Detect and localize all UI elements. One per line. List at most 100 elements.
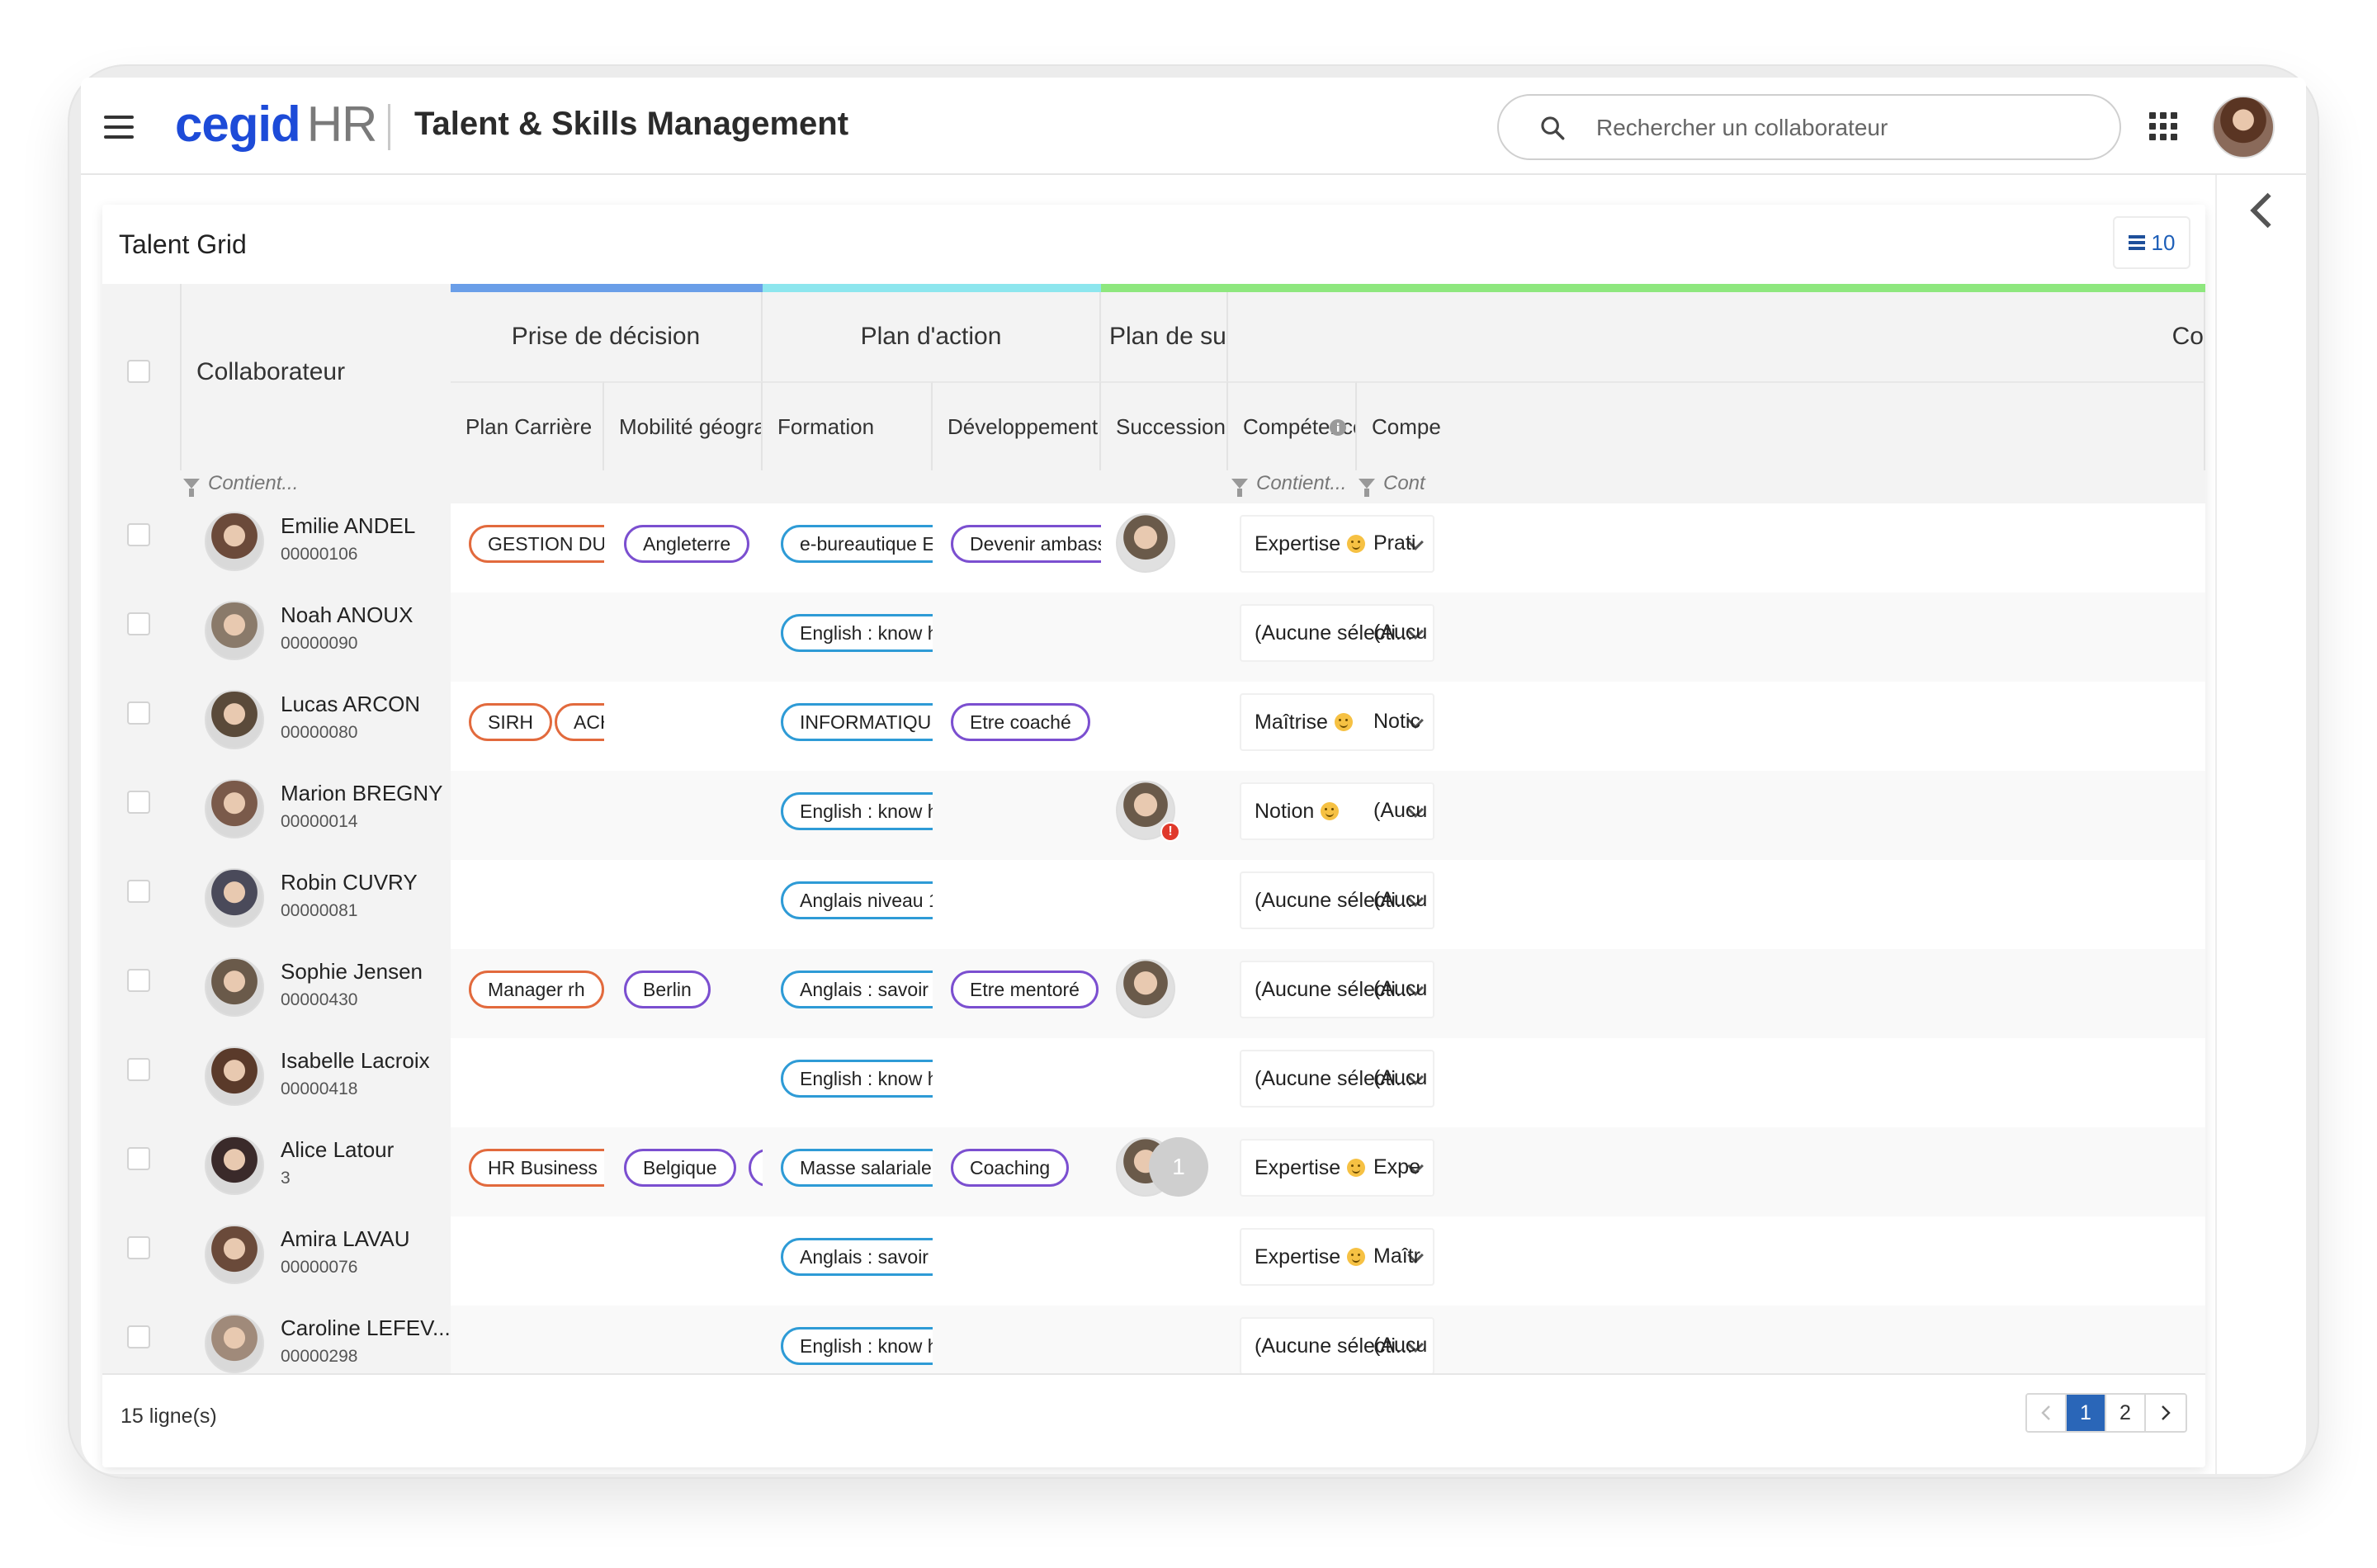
formation-chip[interactable]: e-bureautique Excel [781, 525, 933, 563]
competence-next-value[interactable]: (Aucu [1373, 1066, 1428, 1089]
scrollable-columns[interactable]: Prise de décision Plan d'action Plan de … [451, 284, 2205, 1373]
collaborator-name[interactable]: Caroline LEFEV... [281, 1315, 451, 1340]
plan-chip[interactable]: ACHATS [555, 703, 604, 741]
group-header-decision[interactable]: Prise de décision [451, 292, 763, 381]
competence-next-value[interactable]: (Aucu [1373, 1334, 1428, 1357]
mobility-chip[interactable]: Belgique [624, 1149, 736, 1187]
collaborator-name[interactable]: Emilie ANDEL [281, 513, 416, 538]
row-checkbox[interactable] [127, 701, 150, 725]
competence-select[interactable]: Maîtrise [1240, 693, 1434, 751]
chevron-left-icon[interactable] [2247, 190, 2276, 231]
user-avatar[interactable] [2212, 96, 2275, 158]
search-box[interactable] [1497, 94, 2121, 160]
row-checkbox[interactable] [127, 1058, 150, 1081]
formation-chip[interactable]: English : know how to int... [781, 1327, 933, 1365]
competence-next-value[interactable]: (Aucu [1373, 621, 1428, 644]
apps-grid-icon[interactable] [2149, 112, 2177, 140]
rows-per-page-button[interactable]: 10 [2113, 216, 2190, 269]
dev-chip[interactable]: Coaching [951, 1149, 1070, 1187]
formation-chip[interactable]: Anglais : savoir se prese... [781, 1238, 933, 1276]
competence-select[interactable]: Expertise [1240, 515, 1434, 573]
row-checkbox[interactable] [127, 523, 150, 546]
successor-count[interactable]: 1 [1149, 1137, 1208, 1197]
row-checkbox[interactable] [127, 1236, 150, 1259]
collaborator-name[interactable]: Robin CUVRY [281, 870, 418, 895]
competence-select[interactable]: (Aucune sélecti... [1240, 871, 1434, 929]
row-checkbox[interactable] [127, 880, 150, 903]
row-checkbox[interactable] [127, 969, 150, 992]
competence-select[interactable]: Notion [1240, 782, 1434, 840]
successor-avatar[interactable] [1116, 513, 1175, 573]
formation-chip[interactable]: English : know how to int... [781, 792, 933, 830]
column-header-plan-carriere[interactable]: Plan Carrière [451, 381, 604, 470]
dev-chip[interactable]: Devenir ambassadeur [951, 525, 1101, 563]
competence-next-value[interactable]: (Aucu [1373, 888, 1428, 911]
row-checkbox[interactable] [127, 791, 150, 814]
collaborator-name[interactable]: Lucas ARCON [281, 692, 421, 716]
competence-next-value[interactable]: Notic [1373, 710, 1420, 733]
formation-chip[interactable]: English : know how to int... [781, 614, 933, 652]
collaborator-name[interactable]: Sophie Jensen [281, 959, 423, 984]
mobility-chip[interactable]: Berlin [624, 971, 711, 1008]
info-icon[interactable] [1329, 418, 1347, 437]
dev-chip[interactable]: Etre coaché [951, 703, 1090, 741]
competence-select[interactable]: (Aucune sélecti... [1240, 961, 1434, 1018]
column-header-developpement[interactable]: Développement [933, 381, 1101, 470]
filter-competence[interactable]: Contient... [1231, 472, 1346, 497]
column-header-formation[interactable]: Formation [763, 381, 933, 470]
mobility-chip[interactable]: Los Angeles [749, 1149, 763, 1187]
menu-icon[interactable] [104, 116, 134, 139]
column-header-succession[interactable]: Succession [1101, 381, 1228, 470]
row-checkbox[interactable] [127, 1147, 150, 1170]
mobility-chip[interactable]: Angleterre [624, 525, 750, 563]
plan-chip[interactable]: Manager rh [469, 971, 604, 1008]
column-header-mobilite[interactable]: Mobilité géographique [604, 381, 763, 470]
formation-chip[interactable]: English : know how to int... [781, 1060, 933, 1098]
row-checkbox[interactable] [127, 612, 150, 635]
competence-next-value[interactable]: (Aucu [1373, 799, 1428, 822]
collaborator-name[interactable]: Marion BREGNY [281, 781, 443, 805]
table-row[interactable]: Lucas ARCON00000080SIRHACHATSCooINFORMAT… [102, 682, 2205, 771]
plan-chip[interactable]: GESTION DU DÉVELOPP... [469, 525, 604, 563]
competence-next-value[interactable]: Prati [1373, 531, 1416, 555]
collaborator-name[interactable]: Amira LAVAU [281, 1226, 410, 1251]
formation-chip[interactable]: INFORMATIQUE [781, 703, 933, 741]
competence-select[interactable]: (Aucune sélecti... [1240, 604, 1434, 662]
next-page-button[interactable] [2146, 1395, 2186, 1431]
dev-chip[interactable]: Etre mentoré [951, 971, 1099, 1008]
collaborator-name[interactable]: Noah ANOUX [281, 602, 413, 627]
competence-next-value[interactable]: (Aucu [1373, 977, 1428, 1000]
competence-select[interactable]: Expertise [1240, 1139, 1434, 1197]
row-checkbox[interactable] [127, 1325, 150, 1348]
collaborator-name[interactable]: Alice Latour [281, 1137, 395, 1162]
collaborator-name[interactable]: Isabelle Lacroix [281, 1048, 430, 1073]
group-header-competences[interactable]: Co [1228, 292, 2205, 381]
formation-chip[interactable]: Masse salariale : contrôl... [781, 1149, 933, 1187]
competence-select[interactable]: (Aucune sélecti... [1240, 1317, 1434, 1375]
competence-select[interactable]: (Aucune sélecti... [1240, 1050, 1434, 1108]
prev-page-button[interactable] [2027, 1395, 2067, 1431]
competence-next-value[interactable]: Maîtr [1373, 1244, 1420, 1268]
competence-select[interactable]: Expertise [1240, 1228, 1434, 1286]
formation-chip[interactable]: Anglais : savoir se prese... [781, 971, 933, 1008]
group-header-action-plan[interactable]: Plan d'action [763, 292, 1101, 381]
successor-avatar[interactable] [1116, 959, 1175, 1018]
competence-next-value[interactable]: Expe [1373, 1155, 1420, 1178]
filter-collaborator[interactable]: Contient... [183, 472, 298, 497]
formation-chip[interactable]: Anglais niveau 1 [781, 881, 933, 919]
page-button-2[interactable]: 2 [2106, 1395, 2146, 1431]
search-input[interactable] [1596, 107, 2091, 149]
column-header-competence-next[interactable]: Compe [1357, 381, 2205, 470]
plan-chip[interactable]: SIRH [469, 703, 552, 741]
filter-competence-next[interactable]: Cont [1359, 472, 1425, 497]
column-header-collaborator[interactable]: Collaborateur [196, 358, 346, 385]
select-all-checkbox[interactable] [127, 360, 150, 383]
page-button-1[interactable]: 1 [2067, 1395, 2106, 1431]
